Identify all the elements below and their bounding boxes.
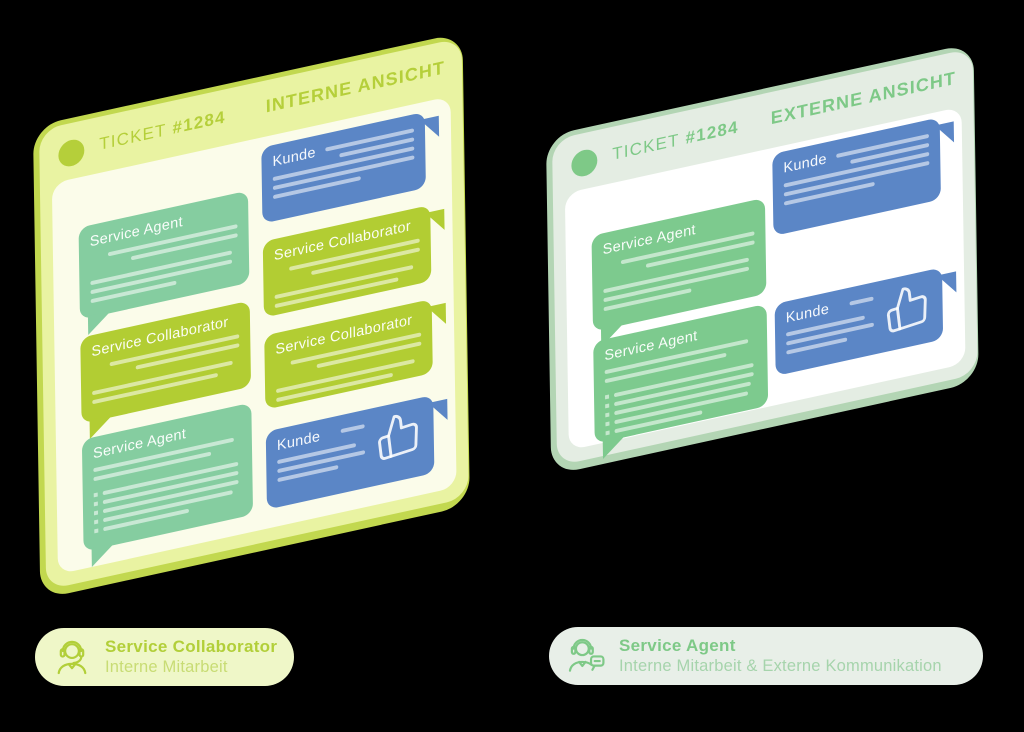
chat-bubble-label: Kunde	[272, 144, 316, 171]
bullet-dot	[93, 492, 98, 498]
agent-headset-chat-icon	[564, 634, 608, 678]
ticket-title-prefix: TICKET	[612, 130, 680, 164]
legend-subtitle: Interne Mitarbeit	[105, 658, 228, 677]
ticket-status-dot	[571, 147, 598, 179]
legend-subtitle: Interne Mitarbeit & Externe Kommunikatio…	[619, 657, 942, 676]
bullet-dot	[94, 519, 99, 525]
bullet-dot	[93, 501, 98, 507]
bullet-dot	[605, 430, 610, 436]
chat-bubble-label: Kunde	[783, 151, 827, 177]
legend-service-collaborator: Service Collaborator Interne Mitarbeit	[35, 628, 294, 686]
ticket-title-prefix: TICKET	[99, 120, 167, 154]
legend-title: Service Agent	[619, 636, 736, 656]
ticket-number: #1284	[172, 107, 226, 138]
legend-text: Service Collaborator Interne Mitarbeit	[105, 636, 277, 678]
legend-text: Service Agent Interne Mitarbeit & Extern…	[619, 635, 942, 677]
bullet-dot	[605, 403, 610, 409]
thumbs-up-icon	[881, 277, 933, 337]
chat-bubble: Service Agent	[78, 190, 250, 320]
bullet-dot	[94, 528, 99, 534]
ticket-number: #1284	[685, 117, 739, 148]
ticket-status-dot	[58, 137, 85, 169]
legend-service-agent: Service Agent Interne Mitarbeit & Extern…	[549, 627, 983, 685]
message-lines	[839, 290, 874, 308]
bullet-dot	[605, 421, 610, 427]
bullet-dot	[93, 510, 99, 516]
collaborator-headset-icon	[50, 635, 94, 679]
chat-bubble: Service Collaborator	[264, 298, 433, 410]
legend-title: Service Collaborator	[105, 637, 278, 657]
bullet-dot	[605, 412, 610, 418]
text-line	[340, 424, 365, 434]
bullet-dot	[605, 394, 610, 400]
ticket-title: TICKET #1284	[612, 117, 739, 165]
chat-bubble: Service Collaborator	[262, 204, 432, 318]
chat-bubble: Kunde	[774, 267, 944, 377]
chat-bubble: Kunde	[265, 394, 435, 510]
thumbs-up-icon	[372, 405, 424, 465]
text-line	[849, 296, 874, 306]
ticket-title: TICKET #1284	[99, 107, 226, 155]
message-lines	[330, 418, 365, 436]
